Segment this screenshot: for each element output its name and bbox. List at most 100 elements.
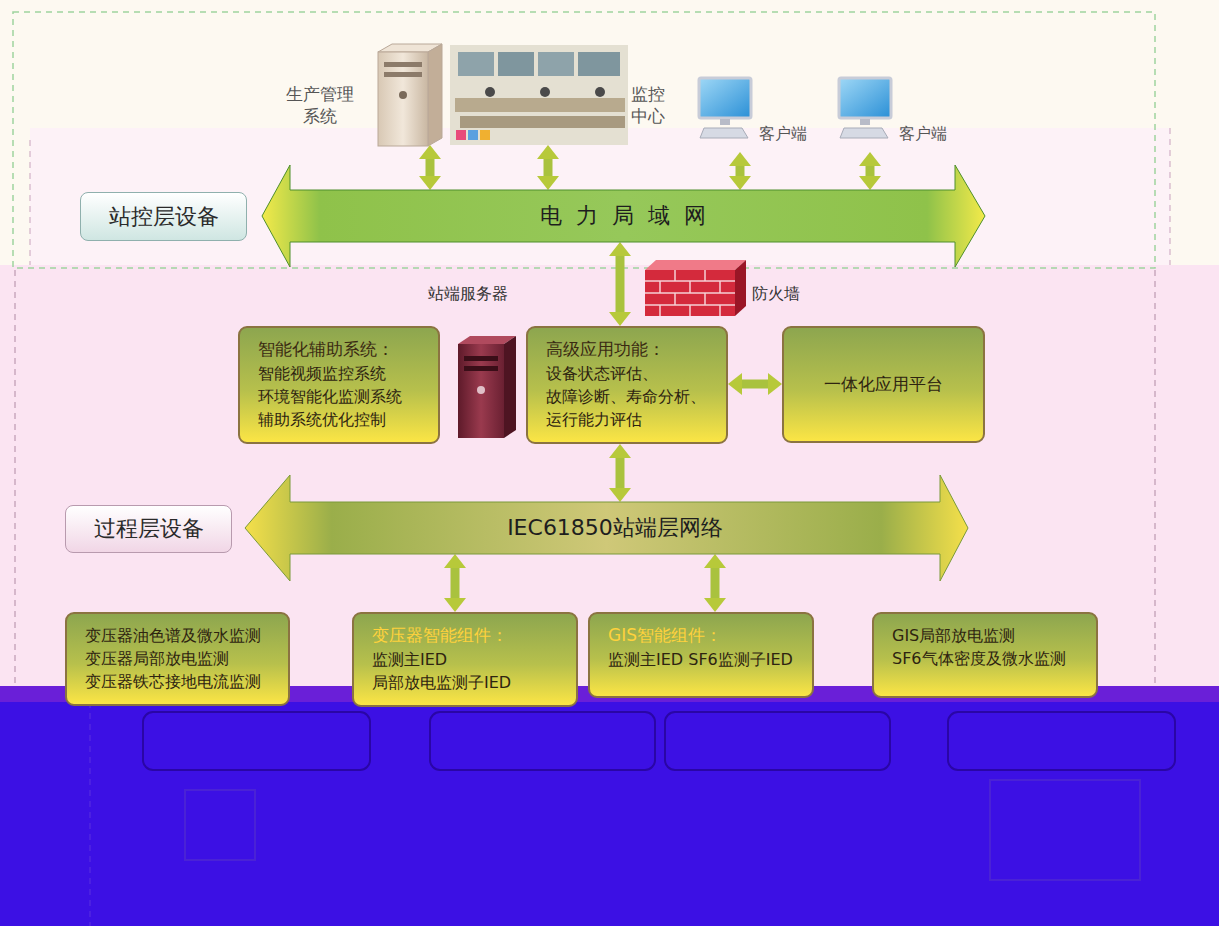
wall-screen xyxy=(578,52,620,76)
function-box: 高级应用功能：设备状态评估、故障诊断、寿命分析、运行能力评估 xyxy=(526,326,728,444)
wall-screen xyxy=(538,52,574,76)
network-bus: 电力局域网 xyxy=(290,190,955,242)
network-label: 电力局域网 xyxy=(526,201,720,231)
dashed-frame xyxy=(90,702,91,926)
function-box: GIS智能组件：监测主IED SF6监测子IED xyxy=(588,612,814,698)
dashed-frame xyxy=(1155,270,1156,686)
server-slot xyxy=(384,62,422,67)
server-slot xyxy=(384,72,422,77)
box-body: GIS局部放电监测 SF6气体密度及微水监测 xyxy=(892,624,1084,670)
hidden-box xyxy=(948,712,1175,770)
link-arrow xyxy=(866,166,875,176)
monitor xyxy=(699,78,751,118)
link-arrow xyxy=(711,568,720,598)
link-arrow xyxy=(544,159,553,176)
wall-top xyxy=(645,260,746,270)
box-heading: 高级应用功能： xyxy=(546,338,714,362)
dashed-frame xyxy=(1170,128,1171,265)
system-label: 监控中心 xyxy=(628,83,668,127)
wall-screen xyxy=(498,52,534,76)
system-icon: 客户端 xyxy=(832,72,954,152)
system-icon: 客户端 xyxy=(692,72,814,152)
operator xyxy=(485,87,495,97)
box-heading: 变压器智能组件： xyxy=(372,624,564,648)
control-room-photo xyxy=(450,45,628,145)
box-body: 智能视频监控系统 环境智能化监测系统 辅助系统优化控制 xyxy=(258,362,426,432)
photo-frame xyxy=(450,45,628,145)
function-box: 一体化应用平台 xyxy=(782,326,985,443)
desk xyxy=(455,98,625,112)
blue-band xyxy=(0,686,1219,926)
desk xyxy=(460,116,625,128)
system-icon: 生产管理系统 xyxy=(280,45,445,145)
monitor xyxy=(839,78,891,118)
server-side xyxy=(504,336,516,438)
box-body: 一体化应用平台 xyxy=(824,372,943,397)
link-arrow xyxy=(426,159,435,176)
server-side xyxy=(428,44,442,146)
server-front xyxy=(378,52,428,146)
link-arrow xyxy=(742,380,768,389)
layer-tag: 过程层设备 xyxy=(65,505,232,553)
layer-label: 过程层设备 xyxy=(94,514,204,544)
link-arrow xyxy=(616,458,625,488)
server-icon xyxy=(378,44,442,146)
system-label: 生产管理系统 xyxy=(282,83,358,127)
monitor-stand xyxy=(720,119,730,125)
firewall-icon xyxy=(645,260,746,316)
monitor-stand xyxy=(860,119,870,125)
hidden-figure xyxy=(990,780,1140,880)
layer-tag: 站控层设备 xyxy=(80,192,247,241)
annotation-label: 站端服务器 xyxy=(428,284,508,305)
mortar xyxy=(645,270,735,316)
server-slot xyxy=(464,356,498,361)
photo-detail xyxy=(480,130,490,140)
function-box: GIS局部放电监测 SF6气体密度及微水监测 xyxy=(872,612,1098,698)
photo-detail xyxy=(468,130,478,140)
link-arrow xyxy=(451,568,460,598)
wall-side xyxy=(735,260,746,316)
hidden-figure xyxy=(185,790,255,860)
bus-arrow xyxy=(262,165,985,267)
box-body: 监测主IED SF6监测子IED xyxy=(608,648,800,671)
network-label: IEC61850站端层网络 xyxy=(507,513,723,543)
photo-detail xyxy=(456,130,466,140)
bus-arrow xyxy=(245,475,968,581)
client-computer xyxy=(699,78,751,138)
station-server-icon xyxy=(458,336,516,438)
dashed-frame xyxy=(13,12,1155,268)
box-body: 变压器油色谱及微水监测 变压器局部放电监测 变压器铁芯接地电流监测 xyxy=(85,624,276,694)
function-box: 变压器油色谱及微水监测 变压器局部放电监测 变压器铁芯接地电流监测 xyxy=(65,612,290,706)
box-body: 设备状态评估、故障诊断、寿命分析、运行能力评估 xyxy=(546,362,714,432)
system-icon: 监控中心 xyxy=(448,45,670,145)
keyboard xyxy=(700,128,748,138)
system-label: 客户端 xyxy=(894,124,952,145)
box-body: 监测主IED 局部放电监测子IED xyxy=(372,648,564,694)
link-arrow xyxy=(736,166,745,176)
dashed-frame xyxy=(30,140,31,265)
operator xyxy=(595,87,605,97)
hidden-box xyxy=(143,712,370,770)
annotation-label: 防火墙 xyxy=(752,284,800,305)
hidden-box xyxy=(665,712,890,770)
operator xyxy=(540,87,550,97)
server-button xyxy=(399,91,407,99)
system-label: 客户端 xyxy=(754,124,812,145)
wall-front xyxy=(645,270,735,316)
network-bus: IEC61850站端层网络 xyxy=(290,502,940,554)
server-front xyxy=(458,344,504,438)
server-button xyxy=(477,386,485,394)
server-slot xyxy=(464,366,498,371)
dashed-frame xyxy=(15,270,16,686)
hidden-box xyxy=(430,712,655,770)
box-heading: GIS智能组件： xyxy=(608,624,800,648)
function-box: 变压器智能组件：监测主IED 局部放电监测子IED xyxy=(352,612,578,707)
box-heading: 智能化辅助系统： xyxy=(258,338,426,362)
function-box: 智能化辅助系统：智能视频监控系统 环境智能化监测系统 辅助系统优化控制 xyxy=(238,326,440,444)
station-ground xyxy=(30,128,1170,268)
wall-screen xyxy=(458,52,494,76)
